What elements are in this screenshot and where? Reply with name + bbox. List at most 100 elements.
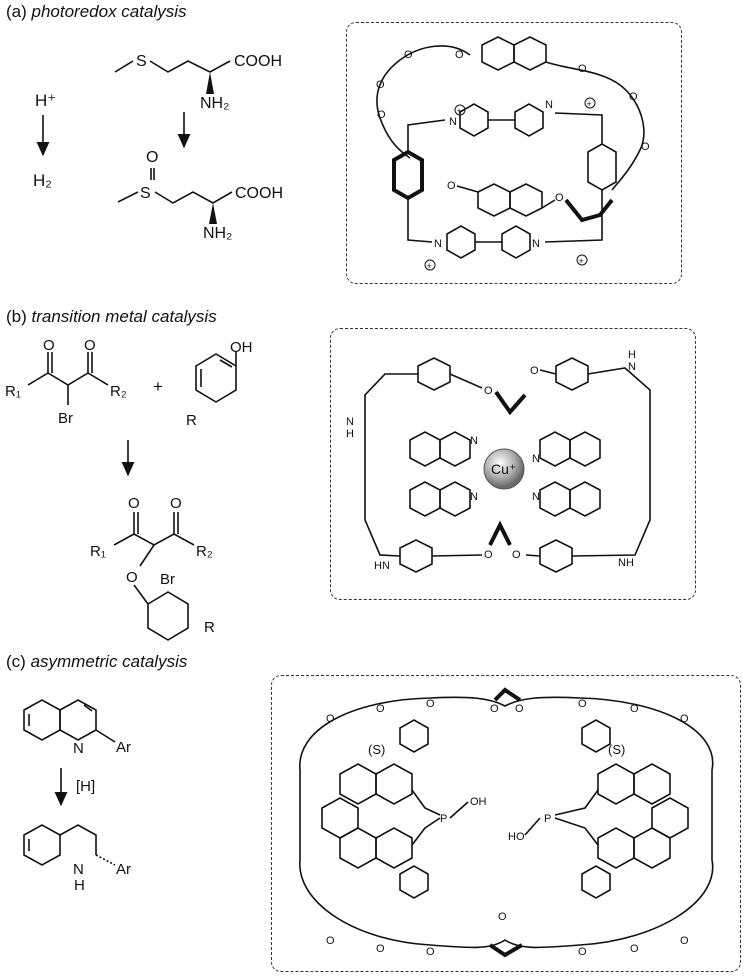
section-a-title: (a) photoredox catalysis <box>6 2 187 22</box>
ether-o-1: O <box>326 713 335 725</box>
product-br: Br <box>160 571 175 588</box>
sulfoxide-molecule: O S COOH NH₂ <box>117 149 283 242</box>
product-h: H <box>74 877 85 894</box>
viologen-n-3: N <box>434 238 442 250</box>
product-r2: R₂ <box>196 543 213 560</box>
bromo-diketone: O O R₁ R₂ Br <box>5 337 127 427</box>
crown-o-9: O <box>555 192 564 204</box>
section-b-name: transition metal catalysis <box>31 307 217 326</box>
oh-left: OH <box>470 796 487 808</box>
section-a-name: photoredox catalysis <box>31 2 187 21</box>
sulfoxide-s: S <box>140 185 151 202</box>
crown-o-6: O <box>629 91 638 103</box>
section-c-name: asymmetric catalysis <box>30 652 188 671</box>
section-c-letter: (c) <box>6 652 26 671</box>
ether-o-14: O <box>630 943 639 955</box>
amine-n-left: N <box>346 416 354 428</box>
stereo-right: (S) <box>608 742 625 757</box>
cooh-top: COOH <box>234 53 282 70</box>
phen-o-top-1: O <box>484 385 493 397</box>
reactant-br: Br <box>58 410 73 427</box>
reactant-r2: R₂ <box>110 383 127 400</box>
phen-o-top-2: O <box>530 365 539 377</box>
ether-o-11: O <box>426 946 435 958</box>
section-a-letter: (a) <box>6 2 27 21</box>
phen-n-1: N <box>470 435 478 447</box>
carbonyl-o-2: O <box>84 337 96 354</box>
aryl-ether-product: O O R₁ R₂ Br O R <box>90 495 215 641</box>
charge-1: + <box>457 106 462 116</box>
phen-o-bot-2: O <box>512 549 521 561</box>
phen-o-bot-1: O <box>484 549 493 561</box>
charge-4: + <box>579 256 584 266</box>
charge-2: + <box>587 99 592 109</box>
copper-label: Cu⁺ <box>491 461 516 477</box>
viologen-n-2: N <box>545 99 553 111</box>
ether-o-15: O <box>680 935 689 947</box>
catalyst-box-a <box>346 22 682 284</box>
crown-o-5: O <box>578 63 587 75</box>
amine-nh: NH <box>618 557 634 569</box>
product-r1: R₁ <box>90 543 106 560</box>
amine-n-right: N <box>628 361 636 373</box>
product-r: R <box>204 619 215 636</box>
reagent-h: [H] <box>76 778 95 795</box>
amine-h-right: H <box>628 349 636 361</box>
section-c-title: (c) asymmetric catalysis <box>6 652 187 672</box>
phenol-oh: OH <box>230 339 253 356</box>
amine-hn: HN <box>374 560 390 572</box>
phen-n-4: N <box>532 491 540 503</box>
phenol: OH R <box>186 339 253 429</box>
ether-o-7: O <box>630 703 639 715</box>
ether-o-3: O <box>426 698 435 710</box>
methionine-molecule: S COOH NH₂ <box>114 53 282 112</box>
catalyst-box-c <box>271 675 741 972</box>
product-o-ether: O <box>126 569 138 586</box>
p-left: P <box>440 813 447 825</box>
phenol-r: R <box>186 412 197 429</box>
ho-right: HO <box>508 831 525 843</box>
crown-o-4: O <box>455 49 464 61</box>
copper-catenate-catalyst: O O O O N H H N HN NH N N N N Cu⁺ <box>346 349 651 573</box>
nh2-bottom: NH₂ <box>203 225 232 242</box>
ether-o-4: O <box>490 703 499 715</box>
stereo-left: (S) <box>368 742 385 757</box>
ether-o-2: O <box>376 703 385 715</box>
ether-o-8: O <box>680 713 689 725</box>
viologen-n-1: N <box>449 116 457 128</box>
sulfoxide-o: O <box>146 149 158 166</box>
quinoline: N Ar <box>23 699 131 757</box>
catalyst-box-b <box>330 328 696 600</box>
phen-n-2: N <box>470 491 478 503</box>
section-b-letter: (b) <box>6 307 27 326</box>
ether-o-12: O <box>498 911 507 923</box>
viologen-n-4: N <box>532 238 540 250</box>
reactant-r1: R₁ <box>5 383 21 400</box>
cooh-bottom: COOH <box>235 185 283 202</box>
catenane-catalyst: O O O O O O O N N N N O O <box>376 36 650 271</box>
p-right: P <box>544 813 551 825</box>
section-b-title: (b) transition metal catalysis <box>6 307 217 327</box>
proton-product: H₂ <box>33 171 52 190</box>
phen-n-3: N <box>532 453 540 465</box>
product-n: N <box>73 861 84 878</box>
ether-o-13: O <box>578 946 587 958</box>
bis-phosphoric-acid-catalyst: (S) (S) P OH P HO O O O O O O <box>299 687 714 958</box>
crown-o-2: O <box>376 79 385 91</box>
crown-o-3: O <box>377 109 386 121</box>
crown-o-1: O <box>404 49 413 61</box>
ether-o-10: O <box>376 943 385 955</box>
copper-sphere <box>483 448 525 490</box>
product-o-1: O <box>128 495 140 512</box>
plus-sign: + <box>153 377 163 396</box>
quinoline-ar: Ar <box>116 739 131 756</box>
quinoline-n: N <box>73 740 84 757</box>
ether-o-9: O <box>326 935 335 947</box>
charge-3: + <box>427 261 432 271</box>
crown-o-7: O <box>641 141 650 153</box>
nh2-top: NH₂ <box>200 95 229 112</box>
product-ar: Ar <box>116 861 131 878</box>
proton-reactant: H⁺ <box>35 91 56 110</box>
tetrahydroquinoline: N H Ar <box>23 824 131 894</box>
